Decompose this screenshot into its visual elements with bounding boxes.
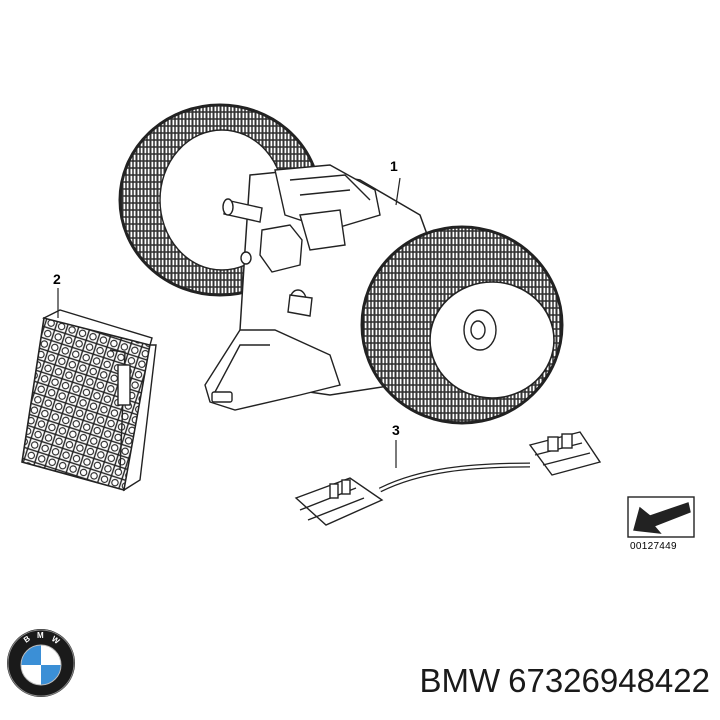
part-number: 67326948422 (508, 662, 710, 699)
wiring-harness-icon (294, 431, 602, 526)
logo-letter-w: W (50, 634, 62, 646)
orientation-arrow-icon (627, 496, 695, 538)
brand-name: BMW (419, 662, 501, 699)
bmw-logo-icon: B M W (7, 629, 75, 697)
callout-part-2: 2 (53, 271, 61, 287)
logo-letter-m: M (37, 631, 44, 640)
diagram-reference-code: 00127449 (630, 541, 677, 552)
logo-letter-b: B (22, 634, 32, 645)
callout-part-1: 1 (390, 158, 398, 174)
resistor-icon (21, 288, 157, 492)
blower-motor-icon (118, 103, 564, 425)
callout-part-3: 3 (392, 422, 400, 438)
